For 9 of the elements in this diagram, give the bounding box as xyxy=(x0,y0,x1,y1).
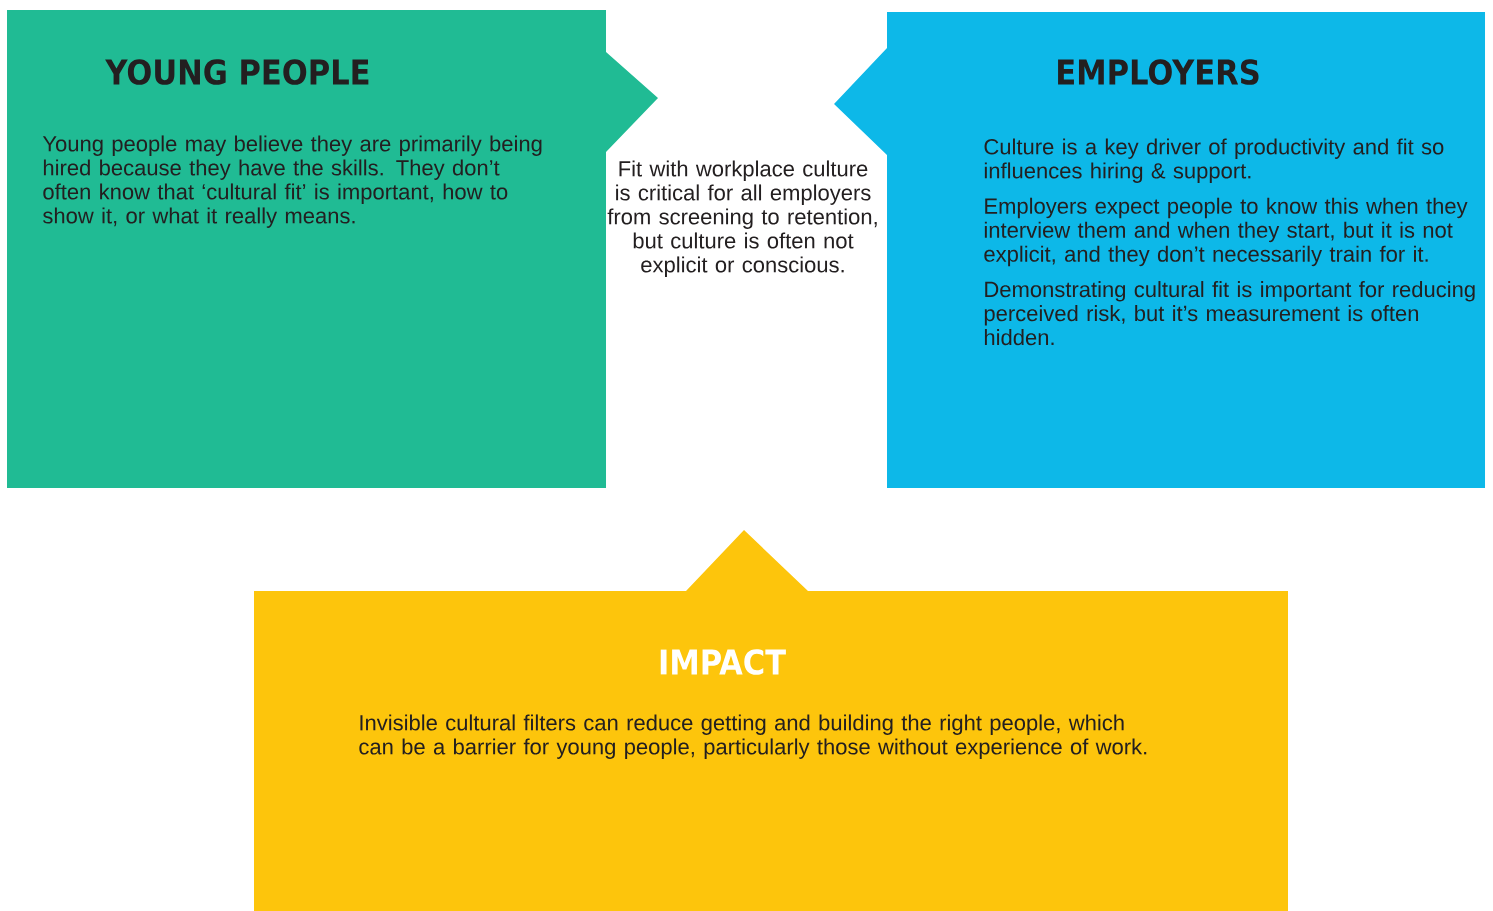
body-text: Young people may believe they are primarily being hired because they have the skills. They don’t often know that ‘cultural fit’ is important, how to show it, or what it really means. xyxy=(42,135,542,228)
body-text: Culture is a key driver of productivity and fit so influences hiring & support. xyxy=(984,138,1444,183)
box-heading: EMPLOYERS xyxy=(1058,59,1259,85)
body-text: Demonstrating cultural fit is important for reducing perceived risk, but it’s measurement is often hidden. xyxy=(984,281,1475,346)
box-heading: IMPACT xyxy=(660,649,786,675)
body-text: Invisible cultural filters can reduce getting and building the right people, which can be a barrier for young people, particularly those without experience of work. xyxy=(359,714,1147,759)
body-text: Employers expect people to know this when they interview them and when they start, but it is not explicit, and they don’t necessarily train for it. xyxy=(984,197,1468,267)
box-heading: YOUNG PEOPLE xyxy=(105,59,369,85)
center-text: Fit with workplace culture is critical for all employers from screening to retention, but culture is often not explicit or conscious. xyxy=(607,160,877,277)
